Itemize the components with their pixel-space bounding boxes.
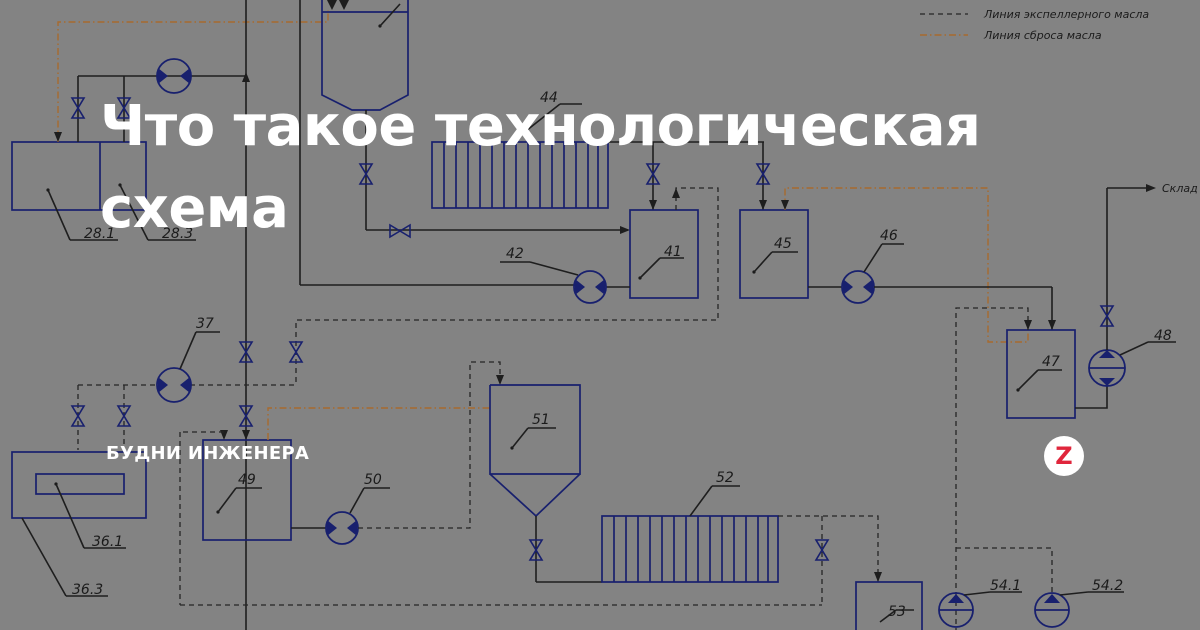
label-44: 44 bbox=[540, 90, 558, 106]
tank-28 bbox=[11, 141, 147, 211]
label-54-2: 54.2 bbox=[1092, 578, 1123, 594]
filter-plates-52 bbox=[613, 516, 769, 582]
tank-41 bbox=[629, 209, 699, 299]
tank-47 bbox=[1006, 329, 1076, 419]
legend-text-oil: Линия экспеллерного масла bbox=[983, 8, 1149, 21]
label-42: 42 bbox=[506, 246, 524, 262]
zen-logo-glyph: Z bbox=[1055, 442, 1073, 470]
legend-text-discharge: Линия сброса масла bbox=[983, 29, 1102, 42]
label-45: 45 bbox=[774, 236, 792, 252]
tank-36 bbox=[11, 451, 147, 519]
tank-36-heater bbox=[35, 473, 125, 495]
label-28-1: 28.1 bbox=[84, 226, 115, 242]
label-51: 51 bbox=[532, 412, 550, 428]
valves bbox=[70, 97, 1115, 561]
label-54-1: 54.1 bbox=[990, 578, 1021, 594]
label-28-3: 28.3 bbox=[162, 226, 193, 242]
channel-name: БУДНИ ИНЖЕНЕРА bbox=[106, 443, 310, 464]
pump-top-left bbox=[156, 58, 192, 94]
tank-45 bbox=[739, 209, 809, 299]
tank-53 bbox=[855, 581, 923, 630]
article-title: Что такое технологическая схема bbox=[100, 94, 981, 241]
filter-plates-44 bbox=[443, 142, 599, 208]
label-outlet-warehouse: Склад bbox=[1162, 182, 1198, 195]
pump-37 bbox=[156, 367, 192, 403]
label-53: 53 bbox=[888, 604, 906, 620]
filter-press-52 bbox=[601, 515, 779, 583]
label-50: 50 bbox=[364, 472, 382, 488]
label-41: 41 bbox=[664, 244, 682, 260]
pump-42 bbox=[573, 270, 607, 304]
label-52: 52 bbox=[716, 470, 734, 486]
label-37: 37 bbox=[196, 316, 214, 332]
label-48: 48 bbox=[1154, 328, 1172, 344]
hopper-51 bbox=[489, 384, 581, 475]
label-47: 47 bbox=[1042, 354, 1060, 370]
label-36-1: 36.1 bbox=[92, 534, 123, 550]
filter-press-44 bbox=[431, 141, 609, 209]
tank-49 bbox=[202, 439, 292, 541]
label-46: 46 bbox=[880, 228, 898, 244]
label-36-3: 36.3 bbox=[72, 582, 103, 598]
zen-logo-icon[interactable]: Z bbox=[1044, 436, 1084, 476]
label-49: 49 bbox=[238, 472, 256, 488]
